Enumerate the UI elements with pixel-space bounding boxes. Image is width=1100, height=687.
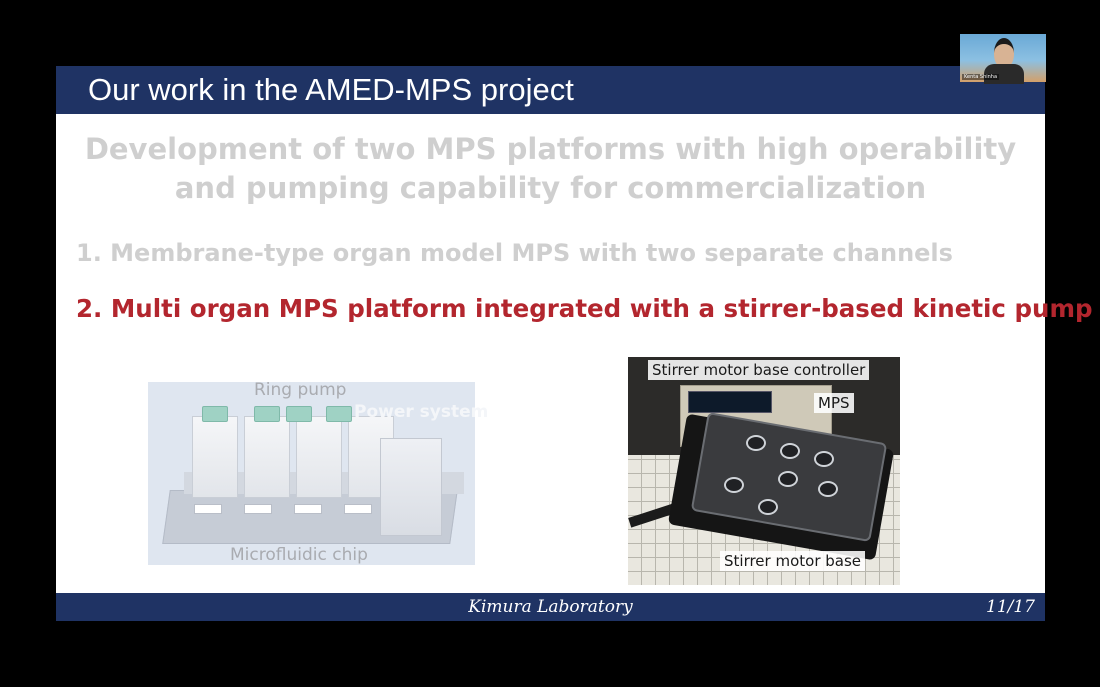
participant-avatar bbox=[994, 38, 1014, 68]
label-controller: Stirrer motor base controller bbox=[648, 360, 870, 380]
slide-heading-line-2: and pumping capability for commercializa… bbox=[174, 171, 927, 205]
ring-pump-device-photo: Ring pump Power system Microfluidic chip bbox=[148, 380, 488, 565]
reservoir-block bbox=[296, 416, 342, 498]
slide-page-number: 11/17 bbox=[986, 597, 1035, 617]
mps-well bbox=[778, 471, 798, 487]
pump-cap bbox=[326, 406, 352, 422]
power-system-box bbox=[380, 438, 442, 536]
footer-lab-name: Kimura Laboratory bbox=[468, 597, 633, 617]
slide-title: Our work in the AMED-MPS project bbox=[88, 72, 574, 107]
webcam-thumbnail[interactable]: Kenta Shinha bbox=[960, 34, 1046, 84]
pump-cap bbox=[254, 406, 280, 422]
slide-heading-line-1: Development of two MPS platforms with hi… bbox=[84, 132, 1017, 166]
label-motor-base: Stirrer motor base bbox=[720, 551, 866, 571]
mps-well bbox=[746, 435, 766, 451]
presentation-slide: Our work in the AMED-MPS project Develop… bbox=[56, 66, 1093, 621]
label-mps: MPS bbox=[814, 393, 854, 413]
controller-display bbox=[688, 391, 772, 413]
mps-well bbox=[814, 451, 834, 467]
reservoir-block bbox=[192, 416, 238, 498]
slide-point-2: 2. Multi organ MPS platform integrated w… bbox=[76, 294, 1093, 323]
reservoir-block bbox=[244, 416, 290, 498]
stirrer-platform-photo: Stirrer motor base controller MPS Stirre… bbox=[628, 357, 900, 585]
mps-well bbox=[758, 499, 778, 515]
pump-cap bbox=[202, 406, 228, 422]
chip-label-tag bbox=[194, 504, 222, 514]
label-ring-pump: Ring pump bbox=[254, 380, 347, 400]
slide-point-1: 1. Membrane-type organ model MPS with tw… bbox=[76, 239, 953, 267]
chip-label-tag bbox=[344, 504, 372, 514]
mps-well bbox=[818, 481, 838, 497]
participant-name: Kenta Shinha bbox=[962, 74, 1000, 80]
slide-title-bar: Our work in the AMED-MPS project bbox=[56, 66, 1045, 114]
chip-label-tag bbox=[244, 504, 272, 514]
mps-well bbox=[724, 477, 744, 493]
slide-footer: Kimura Laboratory 11/17 bbox=[56, 593, 1045, 621]
mps-well bbox=[780, 443, 800, 459]
participant-body-shape bbox=[984, 64, 1024, 84]
pump-cap bbox=[286, 406, 312, 422]
chip-label-tag bbox=[294, 504, 322, 514]
slide-heading: Development of two MPS platforms with hi… bbox=[56, 130, 1045, 208]
label-microfluidic-chip: Microfluidic chip bbox=[230, 545, 368, 565]
label-power-system: Power system bbox=[354, 402, 489, 422]
